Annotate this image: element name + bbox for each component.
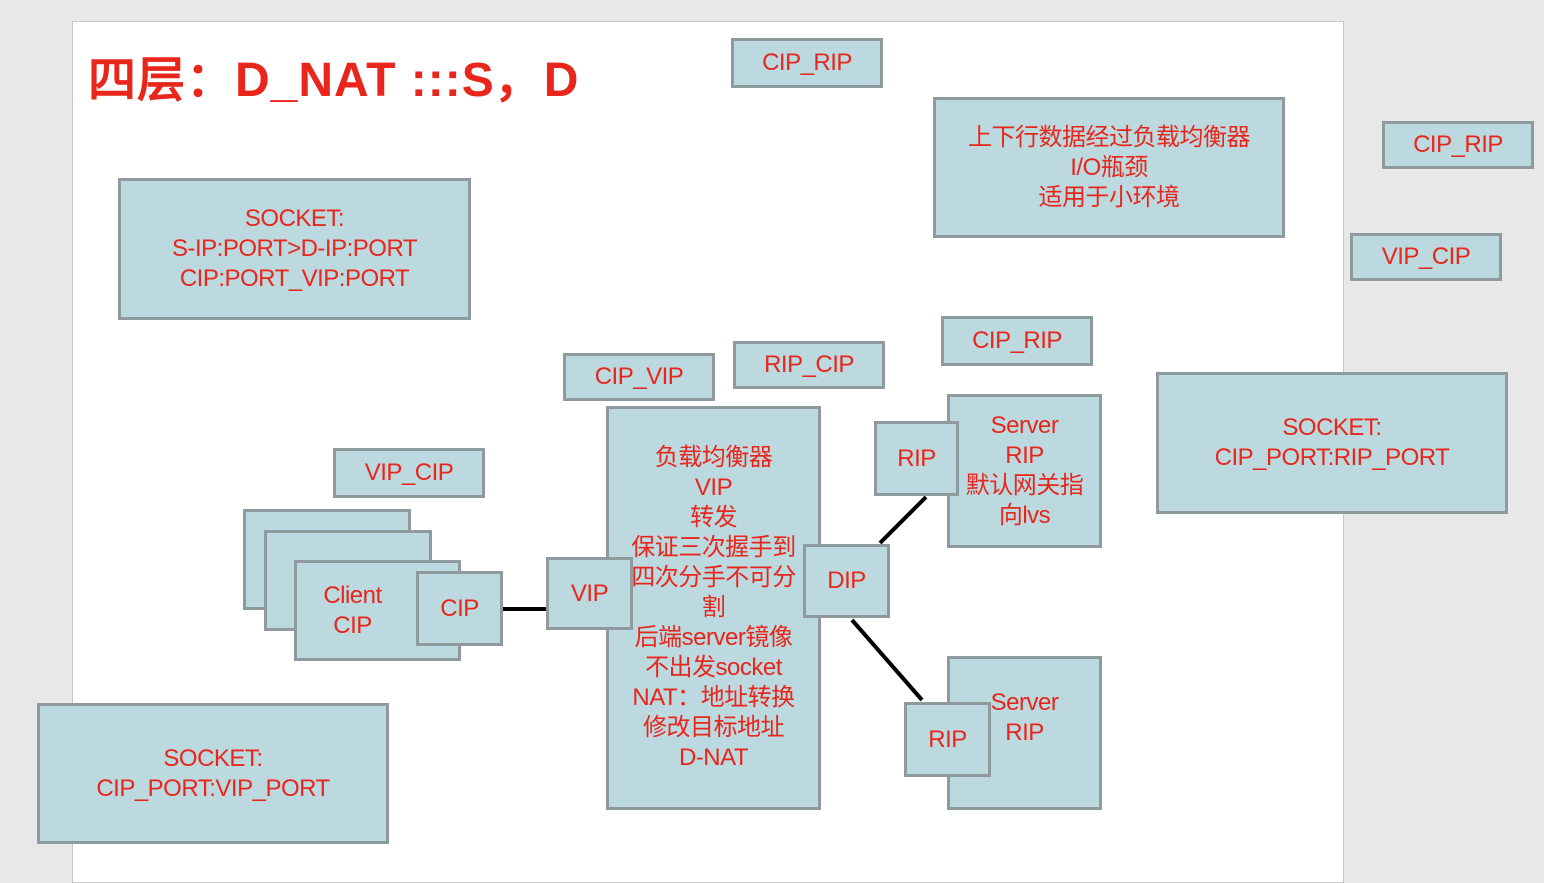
slide-title: 四层：D_NAT :::S，D xyxy=(88,54,580,107)
label-cip-rip-right: CIP_RIP xyxy=(1382,121,1534,169)
server2-rip-box: RIP xyxy=(904,702,991,777)
server1-rip-box: RIP xyxy=(874,421,959,496)
line-dip-server2 xyxy=(850,618,924,702)
server1-box: Server RIP 默认网关指 向lvs xyxy=(947,394,1102,548)
load-balancer-box: 负载均衡器 VIP 转发 保证三次握手到 四次分手不可分 割 后端server镜… xyxy=(606,406,821,810)
socket-bottom-box: SOCKET: CIP_PORT:VIP_PORT xyxy=(37,703,389,844)
socket-top-box: SOCKET: S-IP:PORT>D-IP:PORT CIP:PORT_VIP… xyxy=(118,178,471,320)
client-cip-box: CIP xyxy=(416,571,503,646)
label-rip-cip: RIP_CIP xyxy=(733,341,885,389)
label-cip-rip-top: CIP_RIP xyxy=(731,38,883,88)
label-cip-rip-mid: CIP_RIP xyxy=(941,316,1093,366)
label-vip-cip-left: VIP_CIP xyxy=(333,448,485,498)
label-cip-vip: CIP_VIP xyxy=(563,353,715,401)
vip-box: VIP xyxy=(546,557,633,630)
dip-box: DIP xyxy=(803,544,890,618)
note-updown-traffic: 上下行数据经过负载均衡器 I/O瓶颈 适用于小环境 xyxy=(933,97,1285,238)
label-vip-cip-right: VIP_CIP xyxy=(1350,233,1502,281)
socket-right-box: SOCKET: CIP_PORT:RIP_PORT xyxy=(1156,372,1508,514)
line-dip-server1 xyxy=(878,495,928,545)
